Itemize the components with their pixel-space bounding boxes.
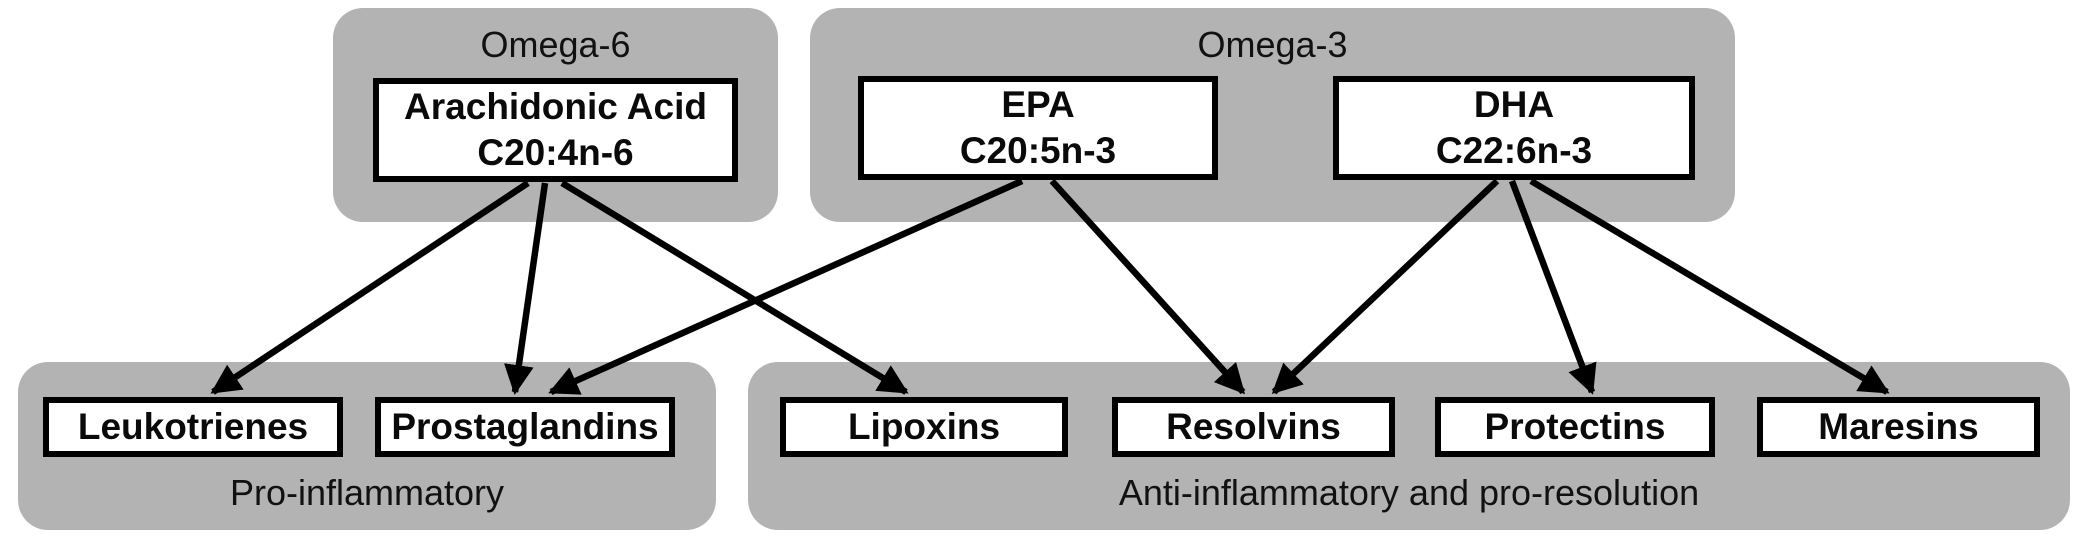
arrow-dha-to-maresins bbox=[1529, 178, 1890, 395]
arrow-dha-to-protectins bbox=[1508, 179, 1597, 395]
node-arachidonic-acid: Arachidonic Acid C20:4n-6 bbox=[373, 78, 738, 182]
node-epa-formula: C20:5n-3 bbox=[959, 130, 1117, 171]
node-lipoxins: Lipoxins bbox=[780, 397, 1068, 457]
node-resolvins-name: Resolvins bbox=[1166, 406, 1341, 447]
group-omega-6-label: Omega-6 bbox=[480, 24, 631, 65]
node-protectins: Protectins bbox=[1435, 397, 1715, 457]
node-dha-name: DHA bbox=[1473, 84, 1555, 126]
node-arachidonic-acid-formula: C20:4n-6 bbox=[477, 132, 634, 173]
arrow-dha-to-resolvins bbox=[1271, 178, 1500, 395]
node-dha-formula: C22:6n-3 bbox=[1435, 130, 1593, 171]
node-epa: EPA C20:5n-3 bbox=[858, 76, 1218, 180]
group-omega-3-label: Omega-3 bbox=[1197, 24, 1348, 65]
node-maresins: Maresins bbox=[1757, 397, 2040, 457]
group-anti-inflammatory-label: Anti-inflammatory and pro-resolution bbox=[1118, 472, 1700, 513]
node-maresins-name: Maresins bbox=[1818, 406, 1979, 447]
node-lipoxins-name: Lipoxins bbox=[847, 406, 1001, 447]
node-protectins-name: Protectins bbox=[1484, 406, 1666, 447]
arrow-arachidonic_acid-to-leukotrienes bbox=[210, 180, 530, 395]
node-prostaglandins-name: Prostaglandins bbox=[391, 406, 659, 447]
node-leukotrienes-name: Leukotrienes bbox=[77, 406, 309, 447]
group-pro-inflammatory-label: Pro-inflammatory bbox=[229, 472, 505, 513]
node-arachidonic-acid-name: Arachidonic Acid bbox=[404, 86, 707, 128]
arrow-epa-to-prostaglandins bbox=[548, 178, 1024, 395]
node-leukotrienes: Leukotrienes bbox=[43, 397, 343, 457]
node-dha: DHA C22:6n-3 bbox=[1333, 76, 1695, 180]
arrow-arachidonic_acid-to-lipoxins bbox=[560, 180, 909, 395]
arrow-arachidonic_acid-to-prostaglandins bbox=[504, 182, 549, 395]
node-resolvins: Resolvins bbox=[1112, 397, 1395, 457]
node-epa-name: EPA bbox=[1001, 84, 1075, 126]
node-prostaglandins: Prostaglandins bbox=[375, 397, 675, 457]
arrow-epa-to-resolvins bbox=[1049, 178, 1246, 395]
